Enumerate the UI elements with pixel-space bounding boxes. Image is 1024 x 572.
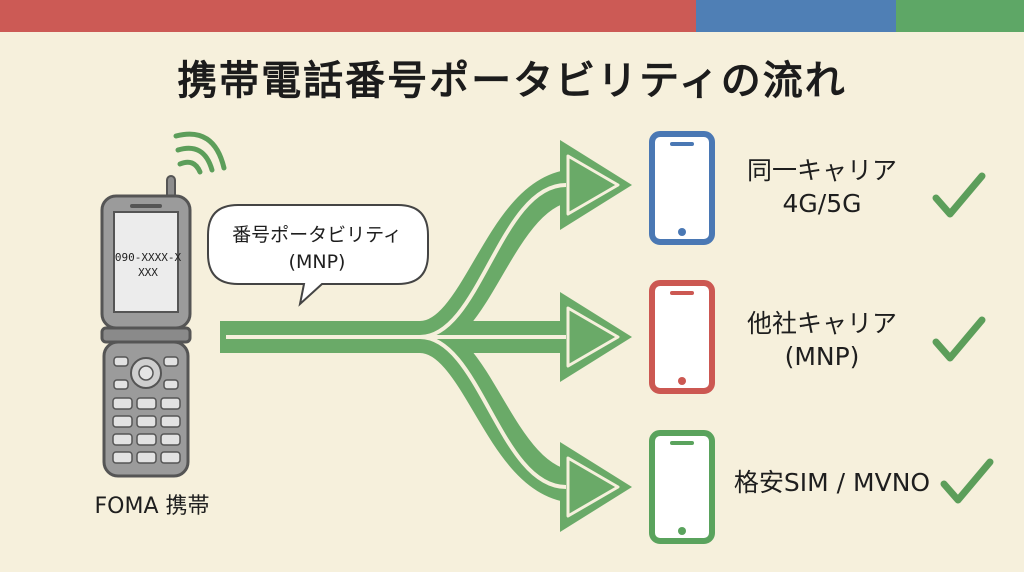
destination-label-other-carrier: 他社キャリア (MNP) xyxy=(722,307,922,373)
top-bar-red-segment xyxy=(0,0,696,32)
source-phone-label: FOMA 携帯 xyxy=(94,494,210,519)
smartphone-icon-same-carrier xyxy=(649,131,715,245)
destination-label-mvno: 格安SIM / MVNO xyxy=(722,466,942,499)
top-color-bar xyxy=(0,0,1024,32)
check-icon-same-carrier xyxy=(932,172,986,218)
speech-bubble-text: 番号ポータビリティ (MNP) xyxy=(212,222,422,276)
signal-waves-icon xyxy=(173,131,227,175)
top-bar-blue-segment xyxy=(696,0,896,32)
smartphone-icon-mvno xyxy=(649,430,715,544)
top-bar-green-segment xyxy=(896,0,1024,32)
destination-same-carrier-line2: 4G/5G xyxy=(782,189,862,218)
check-icon-mvno xyxy=(940,458,994,504)
destination-other-carrier-line1: 他社キャリア xyxy=(746,309,897,338)
smartphone-icon-other-carrier xyxy=(649,280,715,394)
phone-number-display: 090-XXXX-XXXX xyxy=(114,251,182,279)
branching-arrow xyxy=(220,140,632,532)
speech-bubble-line1: 番号ポータビリティ xyxy=(232,224,402,246)
destination-mvno-line1: 格安SIM / MVNO xyxy=(733,468,931,497)
flip-phone-icon xyxy=(100,175,192,478)
page-title: 携帯電話番号ポータビリティの流れ xyxy=(177,58,847,104)
destination-same-carrier-line1: 同一キャリア xyxy=(746,156,897,185)
destination-other-carrier-line2: (MNP) xyxy=(784,342,860,371)
destination-label-same-carrier: 同一キャリア 4G/5G xyxy=(722,154,922,220)
speech-bubble-line2: (MNP) xyxy=(288,251,346,273)
check-icon-other-carrier xyxy=(932,316,986,362)
speech-bubble xyxy=(207,204,429,307)
